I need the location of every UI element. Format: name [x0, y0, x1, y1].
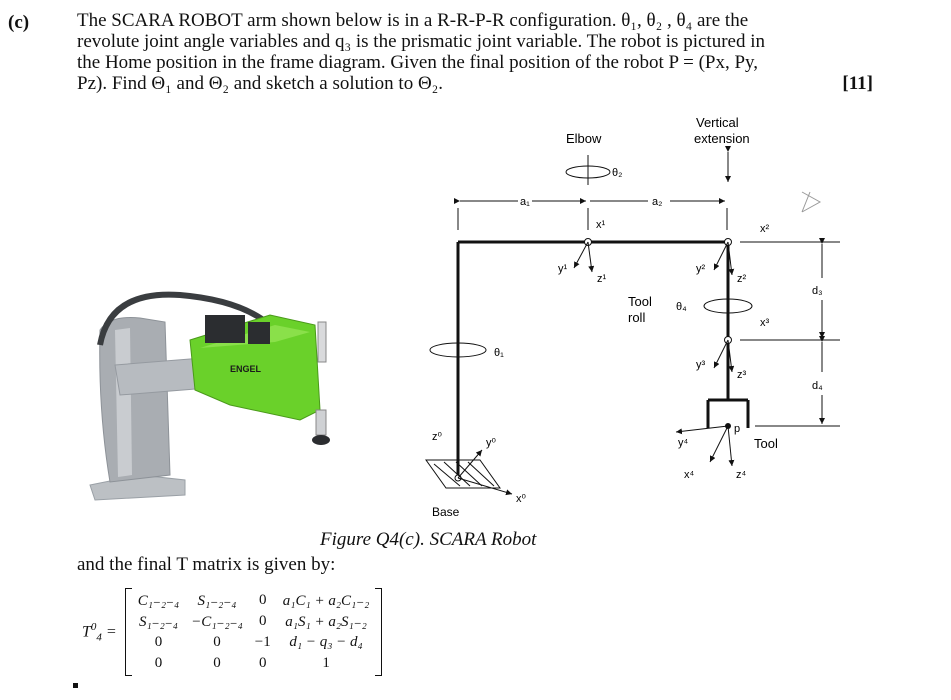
y2-label: y²: [696, 263, 706, 275]
robot-brand-label: ENGEL: [230, 364, 262, 374]
transform-matrix: T04 = C₁₋₂₋₄ S₁₋₂₋₄ 0 a₁C₁ + a₂C₁₋₂ S₁₋₂…: [82, 588, 383, 676]
matrix-cell: C₁₋₂₋₄: [137, 593, 180, 609]
matrix-row: C₁₋₂₋₄ S₁₋₂₋₄ 0 a₁C₁ + a₂C₁₋₂: [132, 590, 376, 611]
page-mark: [73, 683, 78, 688]
z3-label: z³: [737, 369, 747, 381]
matrix-cell: 0: [154, 655, 163, 671]
tool-label: Tool: [754, 436, 778, 451]
matrix-cell: 0: [259, 592, 267, 608]
matrix-cell: a₁C₁ + a₂C₁₋₂: [282, 593, 370, 609]
d4-label: d₄: [812, 380, 823, 392]
theta1-label: θ₁: [494, 347, 504, 359]
question-line: revolute joint angle variables and q₃ is…: [77, 31, 765, 52]
z1-label: z¹: [597, 273, 607, 285]
question-line: The SCARA ROBOT arm shown below is in a …: [77, 10, 749, 31]
matrix-row: 0 0 −1 d₁ − q₃ − d₄: [132, 632, 376, 653]
matrix-cell: 0: [154, 634, 163, 650]
figure-caption: Figure Q4(c). SCARA Robot: [320, 529, 537, 550]
x4-label: x⁴: [684, 469, 695, 481]
y1-label: y¹: [558, 263, 568, 275]
question-marks: [11]: [842, 73, 873, 94]
z0-label: z⁰: [432, 431, 443, 443]
tool-roll-label-2: roll: [628, 310, 645, 325]
matrix-row: 0 0 0 1: [132, 653, 376, 674]
matrix-cell: d₁ − q₃ − d₄: [289, 634, 363, 650]
base-label: Base: [432, 505, 460, 519]
z4-label: z⁴: [736, 469, 747, 481]
vertical-label: Vertical: [696, 115, 739, 130]
question-line: Pz). Find Θ₁ and Θ₂ and sketch a solutio…: [77, 73, 444, 94]
p-label: p: [734, 423, 740, 435]
matrix-cell: a₁S₁ + a₂S₁₋₂: [285, 614, 367, 630]
matrix-cell: 0: [259, 655, 267, 671]
matrix-cell: −1: [254, 634, 271, 650]
theta2-label: θ₂: [612, 167, 622, 179]
x0-label: x⁰: [516, 493, 527, 505]
a2-label: a₂: [652, 196, 662, 208]
matrix-cell: 0: [259, 613, 267, 629]
d3-label: d₃: [812, 285, 823, 297]
matrix-intro: and the final T matrix is given by:: [77, 554, 336, 575]
y4-label: y⁴: [678, 437, 689, 449]
matrix-cell: 0: [213, 655, 221, 671]
matrix-cell: 1: [322, 655, 330, 671]
elbow-label: Elbow: [566, 131, 602, 146]
extension-label: extension: [694, 131, 750, 146]
question-line: the Home position in the frame diagram. …: [77, 52, 759, 73]
matrix-row: S₁₋₂₋₄ −C₁₋₂₋₄ 0 a₁S₁ + a₂S₁₋₂: [132, 611, 376, 632]
question-text: The SCARA ROBOT arm shown below is in a …: [77, 10, 877, 94]
robot-photo: ENGEL: [89, 291, 330, 501]
matrix-cell: −C₁₋₂₋₄: [191, 614, 243, 630]
theta4-label: θ₄: [676, 301, 687, 313]
matrix-cell: S₁₋₂₋₄: [138, 614, 178, 630]
x2-label: x²: [760, 223, 770, 235]
matrix-cell: S₁₋₂₋₄: [197, 593, 237, 609]
matrix-body: C₁₋₂₋₄ S₁₋₂₋₄ 0 a₁C₁ + a₂C₁₋₂ S₁₋₂₋₄ −C₁…: [124, 588, 383, 676]
y0-label: y⁰: [486, 437, 497, 449]
tool-roll-label-1: Tool: [628, 294, 652, 309]
a1-label: a₁: [520, 196, 530, 208]
question-label: (c): [8, 12, 30, 33]
x1-label: x¹: [596, 219, 606, 231]
x3-label: x³: [760, 317, 770, 329]
matrix-cell: 0: [213, 634, 221, 650]
matrix-lhs: T04 =: [82, 620, 117, 644]
y3-label: y³: [696, 359, 706, 371]
z2-label: z²: [737, 273, 747, 285]
scara-frame-diagram: a₁ a₂ Elbow θ₂ Vertical extension x¹ y¹ …: [425, 115, 840, 519]
